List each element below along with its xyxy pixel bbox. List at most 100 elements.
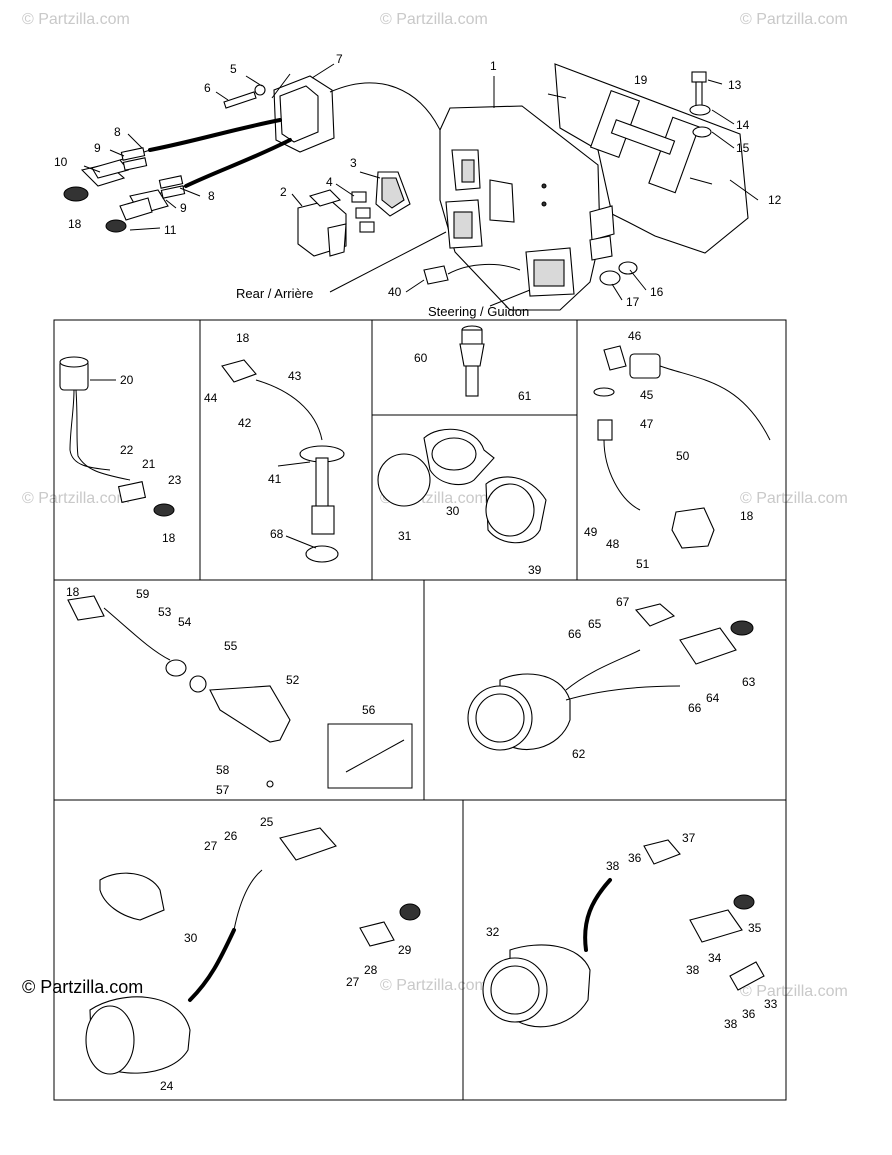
part-number: 9	[94, 141, 101, 155]
part-number: 25	[260, 815, 274, 829]
part-number: 52	[286, 673, 300, 687]
part-number: 18	[162, 531, 176, 545]
part-number: 54	[178, 615, 192, 629]
part-number: 3	[350, 156, 357, 170]
panel-switch-52	[67, 595, 413, 789]
part-number: 8	[114, 125, 121, 139]
part-number: 50	[676, 449, 690, 463]
fuse-holder-3	[375, 171, 411, 217]
part-number: 21	[142, 457, 156, 471]
part-number: 66	[688, 701, 702, 715]
part-number: 8	[208, 189, 215, 203]
fuses-4	[351, 191, 375, 233]
part-number: 60	[414, 351, 428, 365]
part-number: 36	[742, 1007, 756, 1021]
part-number: 9	[180, 201, 187, 215]
panel-frames	[53, 319, 787, 1101]
part-number: 66	[568, 627, 582, 641]
panel-gauge-32	[482, 839, 765, 1028]
steering-callout: Steering / Guidon	[428, 304, 529, 319]
part-number: 35	[748, 921, 762, 935]
watermarks: © Partzilla.com © Partzilla.com © Partzi…	[22, 11, 848, 1000]
watermark: © Partzilla.com	[740, 983, 848, 1000]
part-number: 63	[742, 675, 756, 689]
panel-key-harness	[593, 345, 771, 549]
part-number: 18	[68, 217, 82, 231]
part-number: 28	[364, 963, 378, 977]
watermark-main: © Partzilla.com	[22, 977, 143, 997]
part-number: 58	[216, 763, 230, 777]
part-number: 53	[158, 605, 172, 619]
part-number: 42	[238, 416, 252, 430]
part-number: 47	[640, 417, 654, 431]
part-number: 26	[224, 829, 238, 843]
main-module-1	[439, 105, 615, 311]
part-number: 13	[728, 78, 742, 92]
callout-labels: 1 2 3 4 5 6 7 8 8 9 9 10 11 12 13 14 15 …	[54, 52, 782, 1093]
part-number: 38	[606, 859, 620, 873]
part-number: 45	[640, 388, 654, 402]
part-number: 37	[682, 831, 696, 845]
terminal-block-7	[223, 73, 335, 153]
part-number: 33	[764, 997, 778, 1011]
part-number: 61	[518, 389, 532, 403]
panel-gauge-24	[85, 827, 421, 1075]
watermark: © Partzilla.com	[380, 11, 488, 28]
part-number: 38	[724, 1017, 738, 1031]
part-number: 57	[216, 783, 230, 797]
part-number: 32	[486, 925, 500, 939]
part-number: 5	[230, 62, 237, 76]
bracket-12	[547, 63, 749, 254]
part-number: 36	[628, 851, 642, 865]
part-number: 59	[136, 587, 150, 601]
panel-fuel-sender-41	[221, 359, 345, 563]
part-number: 15	[736, 141, 750, 155]
rear-callout: Rear / Arrière	[236, 286, 313, 301]
part-number: 10	[54, 155, 68, 169]
panel-gauge-62	[467, 603, 754, 751]
part-number: 48	[606, 537, 620, 551]
part-number: 27	[346, 975, 360, 989]
watermark: © Partzilla.com	[740, 11, 848, 28]
part-number: 40	[388, 285, 402, 299]
panel-sensor-20	[59, 356, 175, 517]
part-number: 29	[398, 943, 412, 957]
panel-sensor-60	[459, 325, 485, 397]
top-callout-lines	[83, 63, 759, 307]
part-number: 43	[288, 369, 302, 383]
part-number: 12	[768, 193, 782, 207]
part-number: 23	[168, 473, 182, 487]
part-number: 62	[572, 747, 586, 761]
part-number: 30	[446, 504, 460, 518]
part-number: 68	[270, 527, 284, 541]
part-number: 4	[326, 175, 333, 189]
watermark: © Partzilla.com	[22, 11, 130, 28]
part-number: 7	[336, 52, 343, 66]
panel-gauge-rings	[377, 428, 547, 544]
part-number: 55	[224, 639, 238, 653]
part-number: 18	[236, 331, 250, 345]
part-number: 49	[584, 525, 598, 539]
part-number: 56	[362, 703, 376, 717]
part-number: 64	[706, 691, 720, 705]
part-number: 44	[204, 391, 218, 405]
top-left-connectors	[63, 147, 186, 233]
part-number: 67	[616, 595, 630, 609]
part-number: 38	[686, 963, 700, 977]
part-number: 16	[650, 285, 664, 299]
part-number: 34	[708, 951, 722, 965]
part-number: 11	[164, 223, 177, 237]
part-number: 39	[528, 563, 542, 577]
part-number: 24	[160, 1079, 174, 1093]
relay-2	[297, 189, 347, 257]
watermark: © Partzilla.com	[22, 490, 130, 507]
part-number: 20	[120, 373, 134, 387]
part-number: 17	[626, 295, 640, 309]
part-number: 51	[636, 557, 650, 571]
part-number: 65	[588, 617, 602, 631]
hardware-13-17	[599, 71, 712, 286]
part-number: 41	[268, 472, 282, 486]
watermark: © Partzilla.com	[380, 977, 488, 994]
cap-40	[423, 263, 521, 285]
